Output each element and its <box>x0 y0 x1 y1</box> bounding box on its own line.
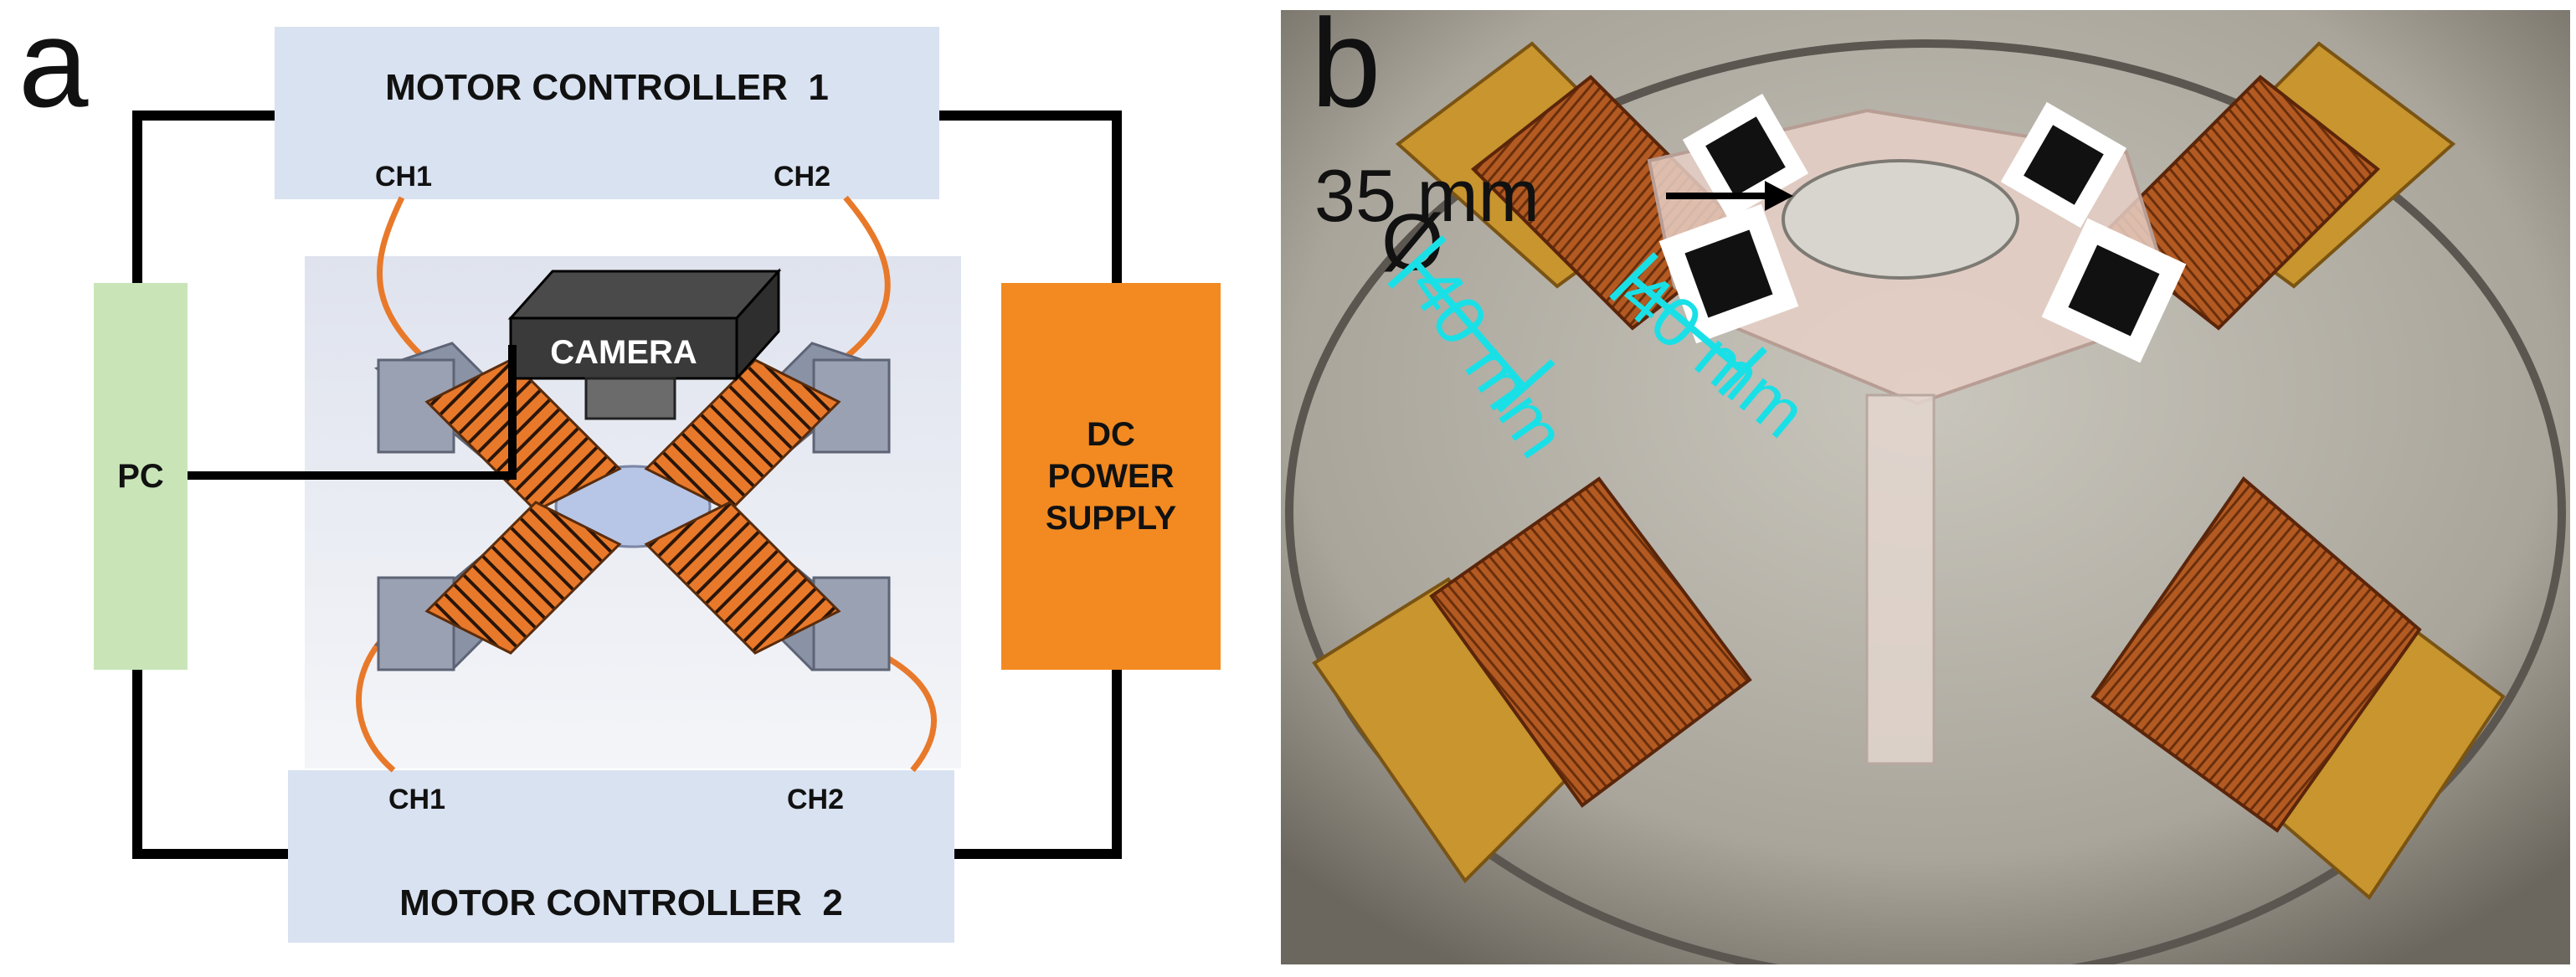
power-supply-line1: DC <box>1087 416 1135 453</box>
coil-bottom-right <box>644 501 841 655</box>
panel-a-letter: a <box>18 0 89 133</box>
acrylic-leg <box>1865 393 1936 765</box>
core-end-bottom-right <box>812 576 891 671</box>
camera-icon <box>507 268 782 420</box>
motor-controller-2-label: MOTOR CONTROLLER 2 <box>399 882 843 923</box>
bowl-rim <box>1285 39 2566 964</box>
motor-controller-2-ch1-label: CH1 <box>388 784 446 815</box>
marker-top-right-inner <box>2023 125 2104 205</box>
motor-controller-1-box: MOTOR CONTROLLER 1 <box>275 27 939 199</box>
wire-pc-to-mc2-horizontal <box>132 849 291 859</box>
coil-photo-bottom-left <box>1429 476 1752 808</box>
camera-label: CAMERA <box>550 334 697 371</box>
motor-controller-2-box: MOTOR CONTROLLER 2 <box>288 770 954 943</box>
dish-label: 35 mm <box>1314 154 1540 237</box>
wire-mc1-to-psu-horizontal <box>939 111 1122 121</box>
core-end-bottom-left <box>377 576 455 671</box>
motor-controller-1-ch1-label: CH1 <box>375 161 433 193</box>
wire-mc2-to-psu-vertical <box>1112 666 1122 859</box>
power-supply-line3: SUPPLY <box>1045 500 1177 537</box>
wire-pc-to-mc1-horizontal <box>132 111 275 121</box>
motor-controller-2-ch2-label: CH2 <box>787 784 845 815</box>
wire-mc2-to-psu-horizontal <box>954 849 1122 859</box>
pc-box: PC <box>94 283 188 670</box>
marker-top-left-inner <box>1705 116 1786 197</box>
motor-controller-1-ch2-label: CH2 <box>774 161 831 193</box>
wire-mc1-to-psu-vertical <box>1112 111 1122 283</box>
dimension-right-coil <box>1609 252 1767 396</box>
wire-pc-to-mc2-vertical <box>132 666 142 859</box>
wire-pc-to-mc1-vertical <box>132 111 142 286</box>
coil-top-right <box>644 358 841 512</box>
power-supply-line2: POWER <box>1047 458 1175 495</box>
wire-pc-to-camera <box>188 345 517 480</box>
photo-panel-b: 35 mm Ø 40 mm 40 mm <box>1281 10 2570 964</box>
marker-bottom-left-inner <box>1684 229 1773 318</box>
center-dish <box>554 465 712 548</box>
marker-bottom-right-inner <box>2068 244 2160 337</box>
dimension-left-coil <box>1387 235 1555 413</box>
diameter-symbol: Ø <box>1381 198 1444 287</box>
coil-bottom-left <box>424 501 622 655</box>
pc-label: PC <box>117 457 164 495</box>
dish-photo <box>1782 159 2019 280</box>
panel-b-letter: b <box>1311 0 1381 133</box>
dish-pointer-arrowhead <box>1765 181 1793 211</box>
motor-controller-1-label: MOTOR CONTROLLER 1 <box>385 67 829 108</box>
coil-photo-bottom-right <box>2090 476 2422 833</box>
power-supply-box: DC POWER SUPPLY <box>1001 283 1221 670</box>
